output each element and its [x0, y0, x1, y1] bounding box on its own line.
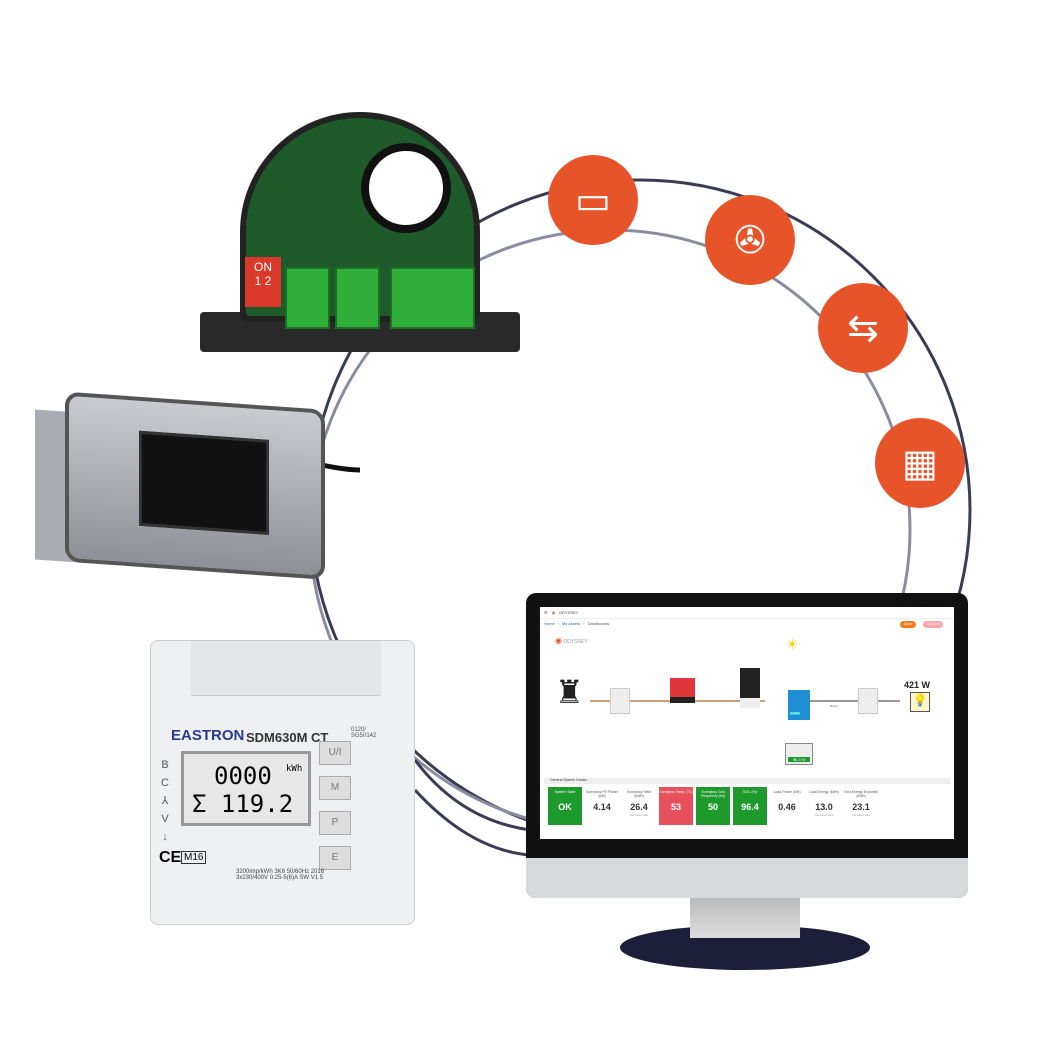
meter-top — [191, 641, 381, 696]
bulb-icon: 💡 — [910, 692, 930, 712]
tile-value: 0.46 — [778, 802, 796, 812]
energy-meter: EASTRON SDM630M CT 0120/ SG50142 0000 kW… — [150, 640, 415, 925]
go-live-button[interactable]: Go Live — [923, 621, 944, 628]
top-logo: ODYSSEY — [559, 610, 579, 615]
tile-title: System State — [554, 790, 576, 794]
meter-model: SDM630M CT — [246, 730, 329, 745]
top-bar: ☰ ◉ ODYSSEY — [540, 607, 954, 619]
tile-title: Load Energy (kWh) — [808, 790, 840, 794]
grid-meter — [610, 688, 630, 714]
kpi-tile: Sunnyboy Temp. (°C) 53 — [659, 787, 693, 825]
section-header[interactable]: General System Details — [544, 778, 950, 784]
exchange-arrows-icon: ⇆ — [818, 283, 908, 373]
lcd-unit: kWh — [286, 764, 303, 774]
crumb-home[interactable]: Home — [544, 621, 555, 626]
diagram-logo: ◉ ODYSSEY — [555, 636, 588, 645]
load-power: 421 W — [904, 680, 931, 690]
tile-value: 96.4 — [741, 802, 759, 812]
tile-title: Sunnyboy PV Power (kW) — [585, 790, 619, 798]
crumb-assets[interactable]: My Assets — [562, 621, 581, 626]
monitor-stand — [690, 898, 800, 938]
monitor-chin — [526, 858, 968, 898]
meter-brand: EASTRON — [171, 727, 245, 744]
mark: ⅄ — [161, 795, 169, 807]
wind-turbine-icon: ✇ — [705, 195, 795, 285]
grid-tower-icon: ♜ — [555, 674, 584, 710]
tile-title: SOC (%) — [743, 790, 757, 794]
battery-soc: 96.3 % — [788, 757, 810, 762]
dip-number: 1 — [254, 274, 262, 288]
kpi-tile: Sunnyboy PV Power (kW) 4.14 — [585, 787, 619, 825]
dip-label: ON — [254, 260, 272, 274]
tile-value: 26.4 — [630, 802, 648, 812]
monitor: ☰ ◉ ODYSSEY Home› My Assets› Dashboards … — [526, 593, 968, 898]
terminal-block — [335, 267, 380, 329]
meter-button-m[interactable]: M — [319, 776, 351, 800]
tile-title: Load Power (kW) — [773, 790, 801, 794]
tile-value: 4.14 — [593, 802, 611, 812]
mark: C — [161, 777, 169, 789]
frequency-label: 50 Hz — [830, 704, 838, 708]
meter-button-p[interactable]: P — [319, 811, 351, 835]
tile-sub: Calculated value — [814, 814, 834, 817]
save-button[interactable]: Save — [900, 621, 916, 628]
meter-code: 0120/ SG50142 — [351, 727, 377, 739]
irradiance-sensor — [35, 390, 335, 591]
menu-icon[interactable]: ☰ — [544, 610, 548, 615]
kpi-tile: Load Power (kW) 0.46 — [770, 787, 804, 825]
meter-class: M16 — [181, 851, 207, 864]
battery-icon: ▭ — [548, 155, 638, 245]
dashboard-screen: ☰ ◉ ODYSSEY Home› My Assets› Dashboards … — [540, 607, 954, 839]
pv-inverter — [670, 678, 695, 703]
battery-inverter: Inverting — [788, 690, 810, 720]
tile-value: 13.0 — [815, 802, 833, 812]
battery: 96.3 % — [785, 743, 813, 765]
sensor-housing — [65, 391, 325, 580]
kpi-tile: Sunnyboy Grid Frequency (Hz) 50 — [696, 787, 730, 825]
tile-title: Sunnyboy Grid Frequency (Hz) — [700, 790, 726, 798]
solar-cell — [139, 430, 269, 535]
terminal-block — [285, 267, 330, 329]
mark: B — [161, 759, 169, 771]
tile-value: 53 — [670, 802, 681, 812]
tile-value: OK — [558, 802, 572, 812]
charge-controller — [740, 668, 760, 708]
load-meter — [858, 688, 878, 714]
breadcrumb: Home› My Assets› Dashboards — [544, 621, 610, 626]
solar-panel-icon: ▦ — [875, 418, 965, 508]
dip-number: 2 — [264, 274, 272, 288]
tile-sub: Calculated value — [629, 814, 649, 817]
spec-line: 3200imp/kWh 3K6 50/60Hz 2016 — [236, 869, 325, 875]
kpi-tile: SOC (%) 96.4 — [733, 787, 767, 825]
lcd-row1: 0000 — [214, 762, 272, 790]
ct-hole — [361, 143, 451, 233]
lcd-row2: Σ 119.2 — [192, 790, 294, 818]
system-diagram: ◉ ODYSSEY ♜ Inverting 50 Hz 421 W 💡 ☀ 96… — [540, 628, 954, 778]
tile-sub: Calculated value — [851, 814, 871, 817]
terminal-block — [390, 267, 475, 329]
tile-value: 50 — [707, 802, 718, 812]
mark: ↓ — [162, 831, 168, 843]
tile-value: 23.1 — [852, 802, 870, 812]
mark: V — [161, 813, 169, 825]
tile-title: Grid Energy Exported (kWh) — [844, 790, 878, 798]
spec-line: 3x230/400V 0.25-5(6)A SW V1.5 — [236, 875, 324, 881]
tile-title: Sunnyboy Temp. (°C) — [659, 790, 693, 794]
ce-mark: CE — [159, 849, 182, 866]
meter-button-ui[interactable]: U/I — [319, 741, 351, 765]
sun-icon: ☀ — [786, 636, 799, 652]
meter-lcd: 0000 kWh Σ 119.2 — [181, 751, 311, 826]
logo-icon: ◉ — [551, 610, 556, 615]
crumb-dashboards: Dashboards — [587, 621, 610, 626]
meter-button-e[interactable]: E — [319, 846, 351, 870]
tile-title: Sunnyboy Yield (kWh) — [626, 790, 652, 798]
